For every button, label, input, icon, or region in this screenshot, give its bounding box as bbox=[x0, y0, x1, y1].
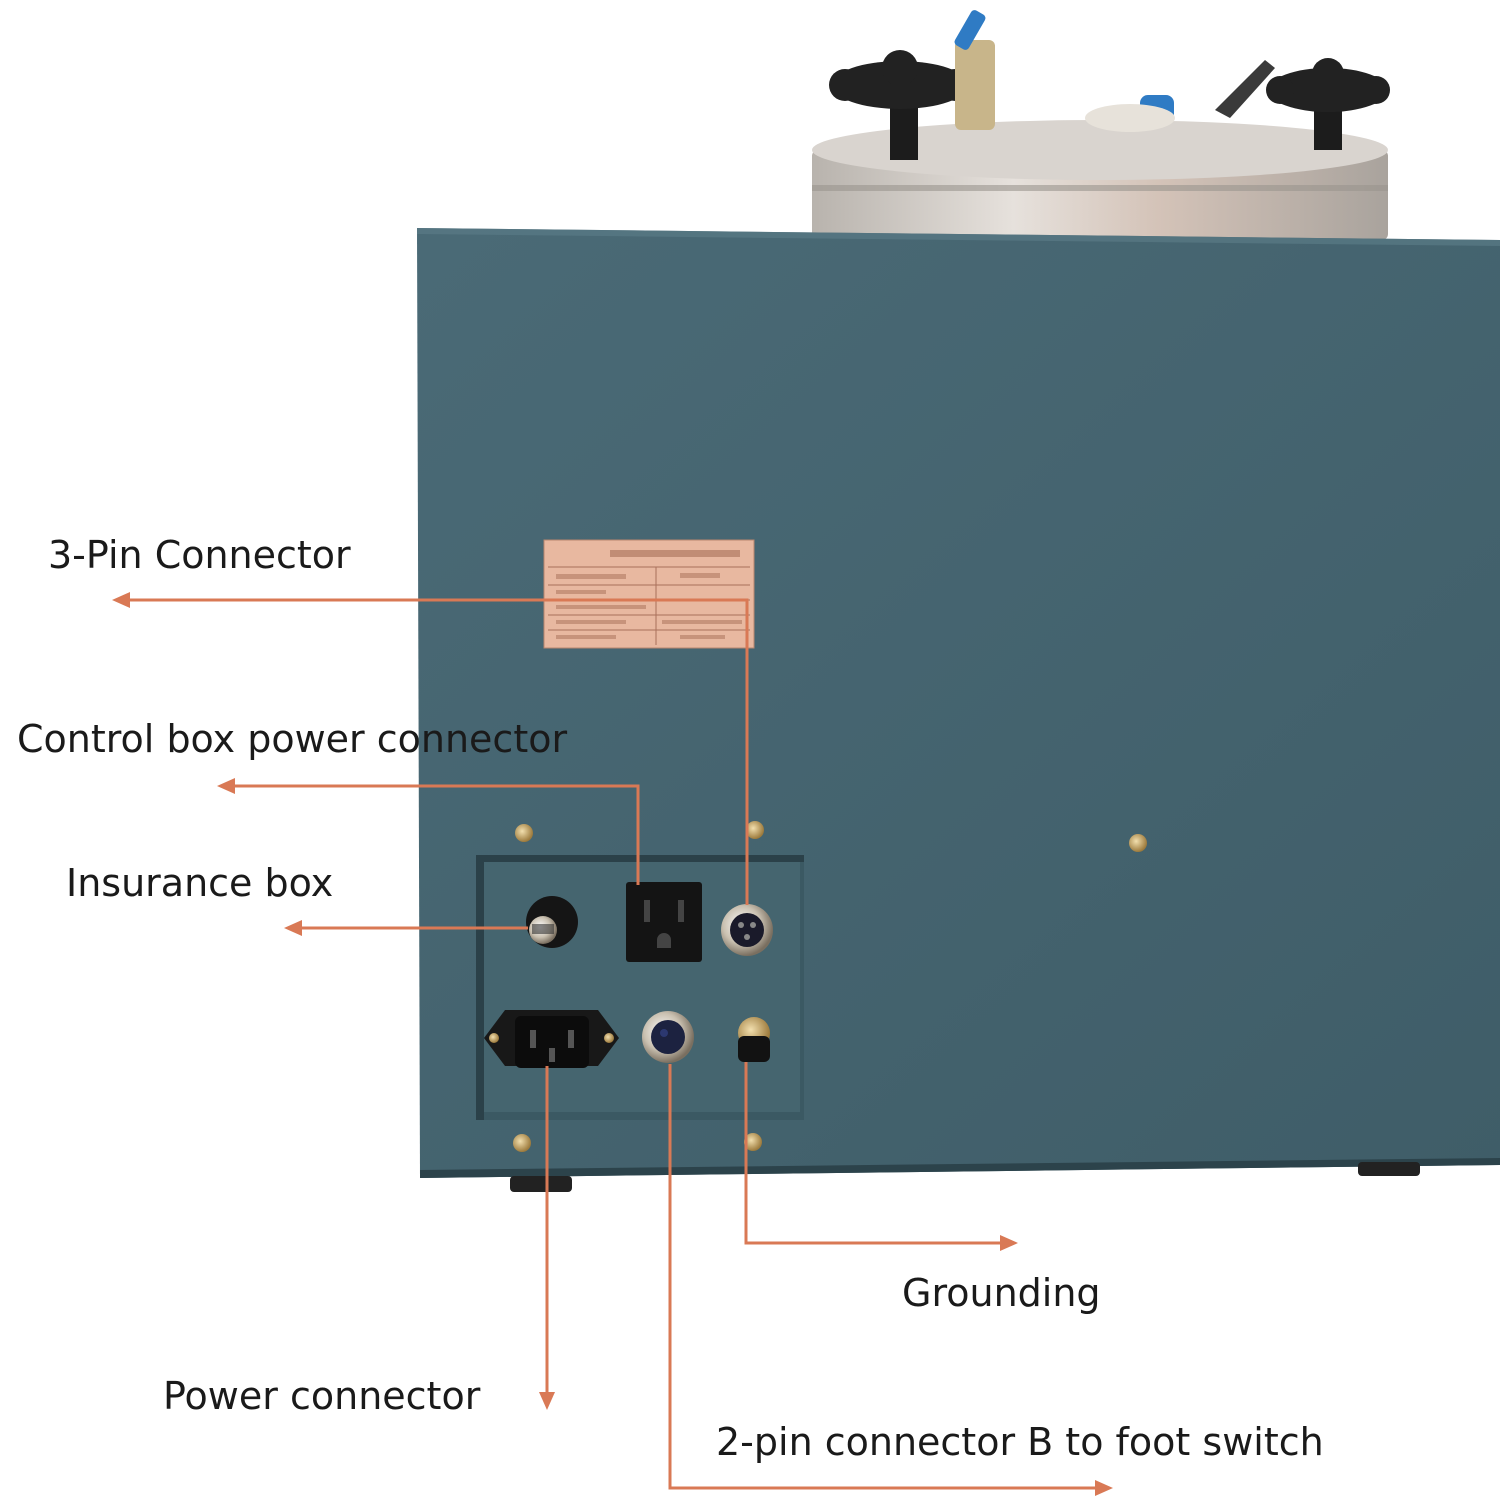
fuse-holder-icon bbox=[526, 896, 578, 948]
vacuum-vessel bbox=[812, 10, 1390, 240]
clamp-knob-right-icon bbox=[1266, 58, 1390, 150]
arrow-right-icon bbox=[1095, 1480, 1113, 1496]
valve-fitting-icon bbox=[954, 10, 1275, 132]
callout-lines bbox=[120, 598, 1105, 1490]
label-3-pin-connector: 3-Pin Connector bbox=[48, 533, 351, 577]
screw-icon bbox=[515, 824, 533, 842]
nameplate bbox=[543, 539, 755, 649]
arrow-left-icon bbox=[284, 920, 302, 936]
arrow-left-icon bbox=[112, 592, 130, 608]
three-pin-connector-icon bbox=[721, 904, 773, 956]
label-grounding: Grounding bbox=[902, 1271, 1101, 1315]
foot-left bbox=[510, 1176, 572, 1192]
screw-icon bbox=[1129, 834, 1147, 852]
screw-icon bbox=[746, 821, 764, 839]
label-insurance-box: Insurance box bbox=[66, 861, 334, 905]
screw-icon bbox=[513, 1134, 531, 1152]
two-pin-connector-icon bbox=[642, 1011, 694, 1063]
iec-power-inlet-icon bbox=[484, 1010, 619, 1068]
arrow-right-icon bbox=[1000, 1235, 1018, 1251]
arrow-left-icon bbox=[217, 778, 235, 794]
vessel-flange-top bbox=[812, 120, 1388, 180]
label-control-box-power-connector: Control box power connector bbox=[17, 717, 568, 761]
arrow-down-icon bbox=[539, 1392, 555, 1410]
grounding-terminal-icon bbox=[738, 1017, 770, 1062]
ac-outlet-icon bbox=[626, 882, 702, 962]
foot-right bbox=[1358, 1162, 1420, 1176]
screw-icon bbox=[744, 1133, 762, 1151]
label-2-pin-connector-b: 2-pin connector B to foot switch bbox=[716, 1420, 1324, 1464]
callout-arrowheads bbox=[112, 592, 1113, 1496]
label-power-connector: Power connector bbox=[163, 1374, 481, 1418]
